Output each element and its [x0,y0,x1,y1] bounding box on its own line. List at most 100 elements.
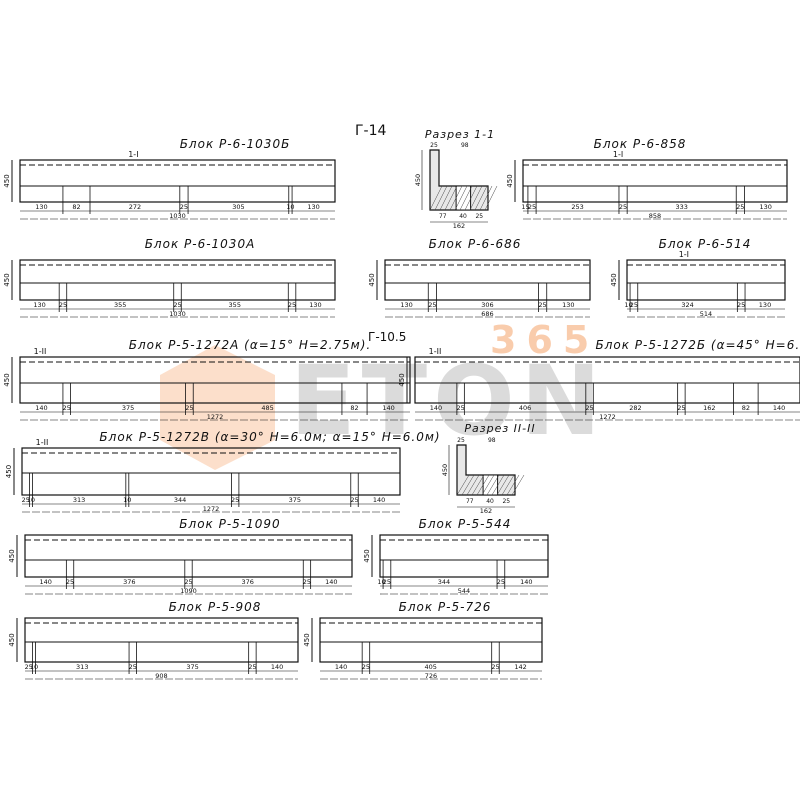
height-dimension-label: 450 [506,174,514,187]
section-height-label: 450 [414,174,422,186]
segment-dimension-label: 130 [400,301,412,309]
block-outline [21,447,401,496]
segment-dimension-label: 25 [456,404,464,412]
segment-dimension-label: 140 [382,404,394,412]
segment-dimension-label: 376 [242,578,254,586]
segment-dimension-label: 25 [185,404,193,412]
hatch-line [456,474,470,496]
segment-dimension-label: 82 [350,404,358,412]
height-dimension-label: 450 [8,549,16,562]
segment-dimension-label: 25 [184,578,192,586]
height-dimension-label: 450 [303,633,311,646]
segment-dimension-label: 25 [497,578,505,586]
section-mark-label: 1-II [36,438,49,447]
hatch-line [481,474,495,496]
segment-dimension-label: 25 [630,301,638,309]
segment-dimension-label: 142 [514,663,526,671]
block-title: Блок Р-5-1272Б (α=45° H=6.0м) [595,338,800,352]
segment-dimension-label: 25 [677,404,685,412]
segment-dimension-label: 25 [736,203,744,211]
segment-dimension-label: 140 [773,404,785,412]
cross-section-void [455,185,472,211]
segment-dimension-label: 15 [521,203,529,211]
section-dim-label: 25 [457,437,465,444]
hatch-line [496,474,510,496]
section-total-label: 162 [453,222,465,230]
segment-dimension-label: 405 [424,663,436,671]
hatch-line [506,474,520,496]
segment-dimension-label: 306 [481,301,493,309]
segment-dimension-label: 82 [72,203,80,211]
segment-dimension-label: 485 [261,404,273,412]
section-total-label: 162 [480,507,492,515]
segment-dimension-label: 25 [63,404,71,412]
height-dimension-label: 450 [368,273,376,286]
segment-dimension-label: 10 [123,496,131,504]
segment-dimension-label: 305 [232,203,244,211]
segment-dimension-label: 130 [33,301,45,309]
block-title: Блок Р-6-514 [658,237,752,251]
segment-dimension-label: 130 [759,301,771,309]
segment-dimension-label: 10 [624,301,632,309]
section-dim-label: 98 [488,437,496,444]
segment-dimension-label: 10 [286,203,294,211]
section-dim-label: 77 [439,213,447,220]
segment-dimension-label: 25 [231,496,239,504]
segment-dimension-label: 25 [288,301,296,309]
hatch-line [449,185,463,211]
segment-dimension-label: 272 [129,203,141,211]
segment-dimension-label: 25 [383,578,391,586]
height-dimension-label: 450 [398,373,406,386]
cross-section-void [482,474,499,496]
section-mark-label: 1-II [34,347,47,356]
total-dimension-label: 686 [481,310,493,318]
block-title: Блок Р-5-1272А (α=15° H=2.75м). [128,338,372,352]
total-dimension-label: 908 [155,672,167,680]
height-dimension-label: 450 [610,273,618,286]
height-dimension-label: 450 [5,465,13,478]
segment-dimension-label: 25 [303,578,311,586]
section-mark-label: 1-I [128,150,138,159]
block-title: Блок Р-6-1030А [144,237,256,251]
segment-dimension-label: 313 [76,663,88,671]
block-outline [414,356,800,404]
watermark-logo-icon [160,345,275,470]
segment-dimension-label: 130 [35,203,47,211]
segment-dimension-label: 140 [39,578,51,586]
segment-dimension-label: 25 [59,301,67,309]
segment-dimension-label: 25 [538,301,546,309]
block-outline [19,259,336,301]
segment-dimension-label: 25 [491,663,499,671]
segment-dimension-label: 25 [619,203,627,211]
segment-dimension-label: 313 [73,496,85,504]
section-dim-label: 25 [475,213,483,220]
segment-dimension-label: 25 [25,663,33,671]
block-outline [19,356,411,404]
block-outline [19,159,336,203]
segment-dimension-label: 10 [27,496,35,504]
segment-dimension-label: 355 [229,301,241,309]
segment-dimension-label: 406 [519,404,531,412]
section-dim-label: 40 [459,213,467,220]
hatch-line [469,185,483,211]
segment-dimension-label: 25 [428,301,436,309]
sheet-label-g14: Г-14 [355,123,387,139]
block-outline [522,159,788,203]
segment-dimension-label: 140 [430,404,442,412]
section-mark-label: 1-I [679,250,689,259]
height-dimension-label: 450 [3,373,11,386]
segment-dimension-label: 25 [350,496,358,504]
height-dimension-label: 450 [3,174,11,187]
block-outline [626,259,786,301]
section-mark-label: 1-I [613,150,623,159]
segment-dimension-label: 344 [438,578,450,586]
block-title: Блок Р-6-1030Б [179,137,291,151]
segment-dimension-label: 130 [307,203,319,211]
segment-dimension-label: 25 [362,663,370,671]
block-title: Блок Р-5-726 [398,600,492,614]
hatch-line [444,185,458,211]
total-dimension-label: 544 [458,587,470,595]
segment-dimension-label: 130 [562,301,574,309]
total-dimension-label: 1272 [599,413,616,421]
